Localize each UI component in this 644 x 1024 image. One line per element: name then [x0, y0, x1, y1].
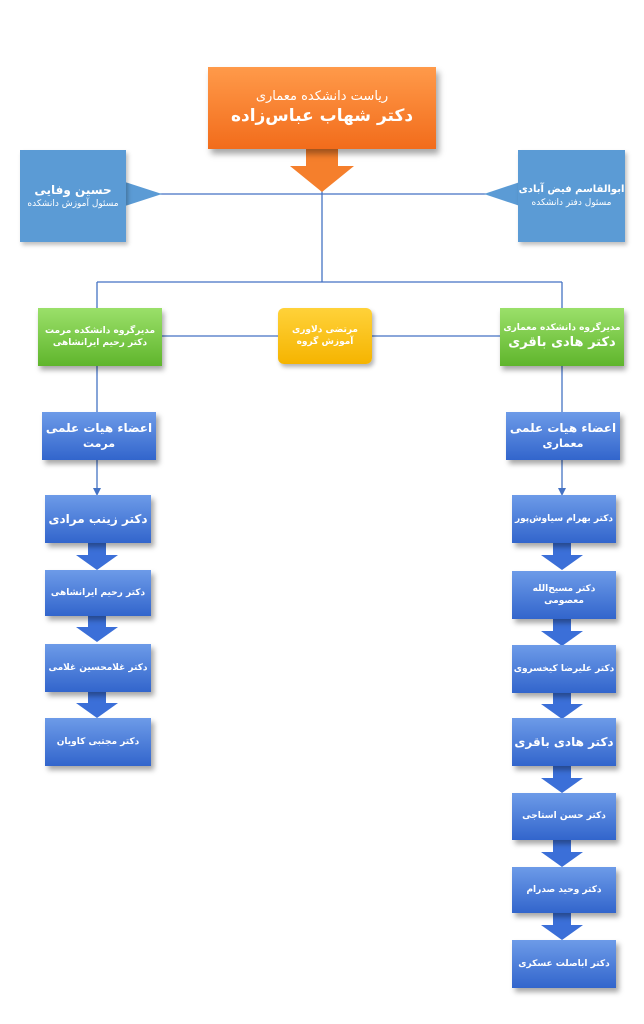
left-member-box: دکتر غلامحسین غلامی [45, 644, 151, 692]
left-faculty-sub: مرمت [82, 436, 116, 450]
left-member-box: دکتر مجتبی کاویان [45, 718, 151, 766]
left-top-name: حسین وفایی [34, 182, 112, 197]
center-role: آموزش گروه [296, 337, 354, 347]
right-top-box: ابوالقاسم فیض آبادی مسئول دفتر دانشکده [518, 150, 625, 242]
right-top-name: ابوالقاسم فیض آبادی [518, 184, 625, 196]
left-top-box: حسین وفایی مسئول آموزش دانشکده [20, 150, 126, 242]
left-member-name: دکتر رحیم ایرانشاهی [50, 587, 146, 598]
right-group-name: دکتر هادی باقری [508, 335, 616, 351]
left-member-box: دکتر زینب مرادی [45, 495, 151, 543]
left-group-name: دکتر رحیم ایرانشاهی [52, 338, 148, 348]
left-member-box: دکتر رحیم ایرانشاهی [45, 570, 151, 616]
right-faculty-sub: معماری [542, 436, 584, 450]
right-member-box: دکتر علیرضا کیخسروی [512, 645, 616, 693]
left-faculty-box: اعضاء هیات علمی مرمت [42, 412, 156, 460]
head-box: ریاست دانشکده معماری دکتر شهاب عباس‌زاده [208, 67, 436, 149]
right-member-name: دکتر هادی باقری [514, 734, 614, 749]
right-member-box: دکتر اباصلت عسکری [512, 940, 616, 988]
right-member-name: دکتر وحید صدرام [526, 884, 602, 895]
right-member-name: دکتر بهرام سیاوش‌پور [514, 513, 614, 524]
right-member-box: دکتر وحید صدرام [512, 867, 616, 913]
right-member-box: دکتر هادی باقری [512, 718, 616, 766]
right-member-name: دکتر مسیح‌الله معصومی [532, 583, 596, 606]
right-top-role: مسئول دفتر دانشکده [531, 197, 612, 208]
center-box: مرتضی دلاوری آموزش گروه [278, 308, 372, 364]
right-group-box: مدیرگروه دانشکده معماری دکتر هادی باقری [500, 308, 624, 366]
left-member-name: دکتر مجتبی کاویان [56, 736, 140, 747]
left-group-box: مدیرگروه دانشکده مرمت دکتر رحیم ایرانشاه… [38, 308, 162, 366]
right-group-title: مدیرگروه دانشکده معماری [503, 323, 621, 334]
left-top-role: مسئول آموزش دانشکده [27, 199, 119, 210]
head-name: دکتر شهاب عباس‌زاده [230, 106, 414, 127]
right-member-box: دکتر بهرام سیاوش‌پور [512, 495, 616, 543]
left-member-name: دکتر غلامحسین غلامی [48, 662, 148, 673]
right-member-name: دکتر حسن استاجی [522, 811, 606, 822]
right-member-box: دکتر مسیح‌الله معصومی [512, 571, 616, 619]
left-member-name: دکتر زینب مرادی [48, 511, 148, 526]
head-arrow [290, 142, 354, 192]
right-member-name: دکتر اباصلت عسکری [518, 958, 610, 969]
head-title: ریاست دانشکده معماری [255, 88, 389, 104]
left-group-title: مدیرگروه دانشکده مرمت [45, 325, 156, 336]
right-member-name: دکتر علیرضا کیخسروی [513, 663, 615, 674]
center-name: مرتضی دلاوری [292, 324, 359, 335]
right-faculty-box: اعضاء هیات علمی معماری [506, 412, 620, 460]
right-member-box: دکتر حسن استاجی [512, 793, 616, 840]
right-faculty-title: اعضاء هیات علمی [509, 421, 617, 436]
left-faculty-title: اعضاء هیات علمی [45, 421, 153, 436]
